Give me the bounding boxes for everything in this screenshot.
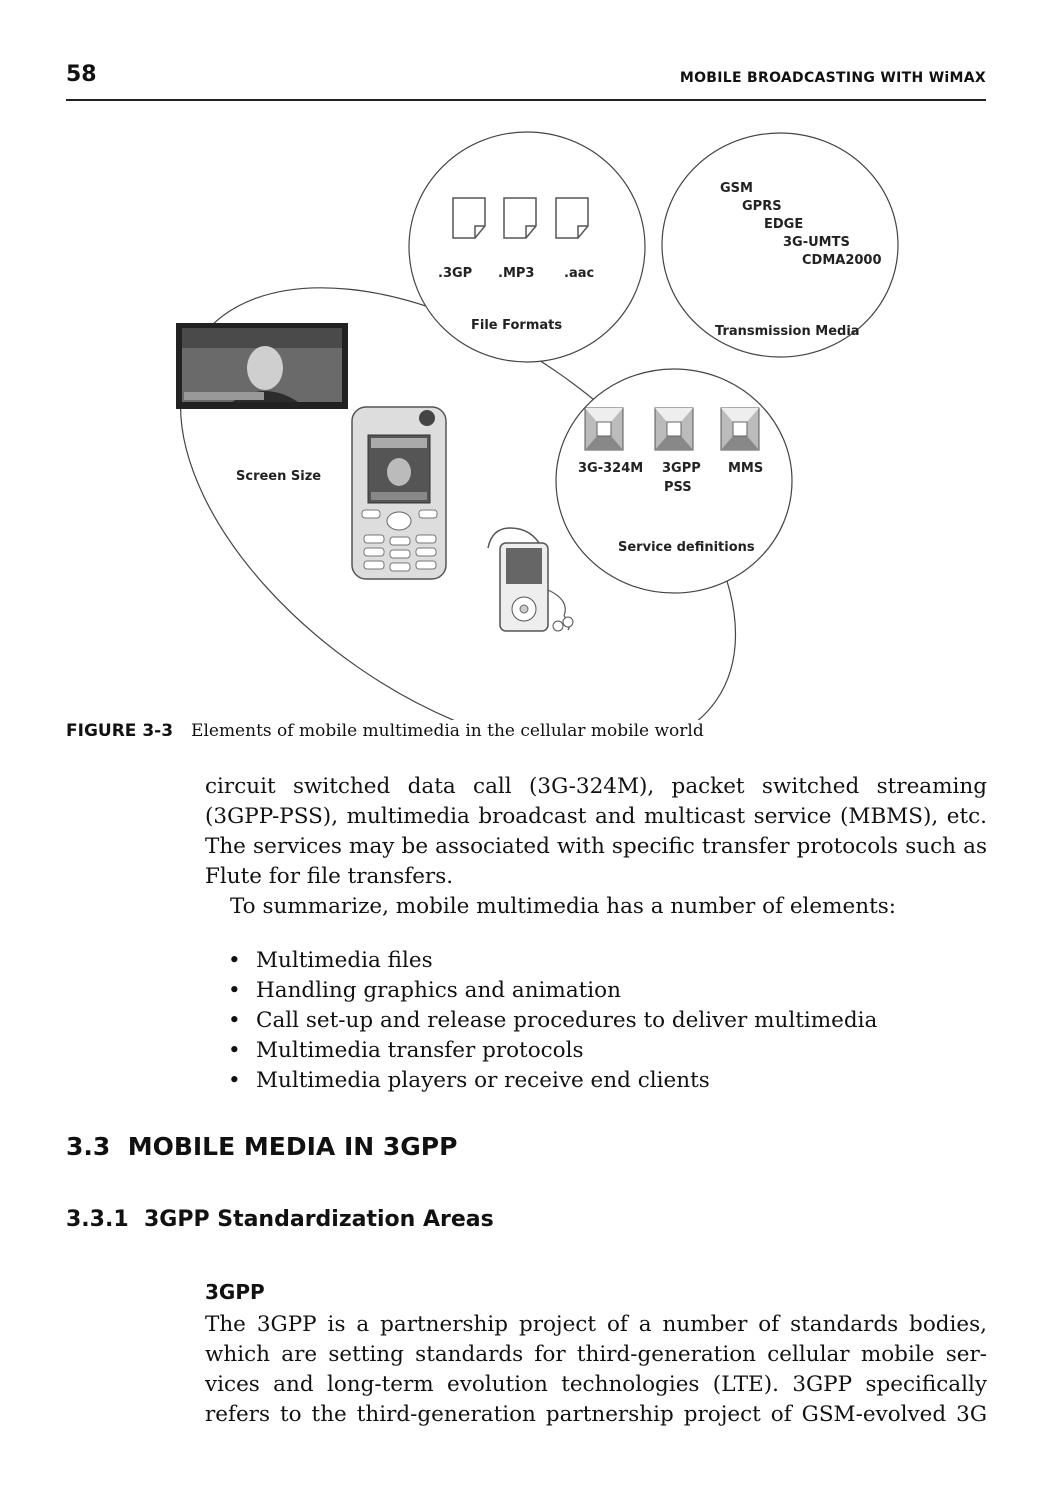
mobile-phone-image	[351, 406, 447, 580]
file-icon	[555, 197, 589, 239]
paragraph-line: refers to the third-generation partnersh…	[205, 1402, 987, 1427]
figure-caption: FIGURE 3-3 Elements of mobile multimedia …	[66, 720, 704, 741]
file-icon	[503, 197, 537, 239]
paragraph-line: vices and long-term evolution technologi…	[205, 1372, 987, 1397]
service-icon	[654, 407, 694, 451]
service-label: PSS	[664, 480, 692, 495]
screen-size-label: Screen Size	[236, 469, 321, 484]
bullet-list: Multimedia files Handling graphics and a…	[228, 946, 877, 1096]
transmission-item: EDGE	[764, 217, 803, 232]
sub-subsection-heading: 3GPP	[205, 1280, 265, 1304]
paragraph-line: (3GPP-PSS), multimedia broadcast and mul…	[205, 804, 987, 829]
media-player-image	[487, 527, 574, 632]
list-item: Call set-up and release procedures to de…	[228, 1006, 877, 1036]
file-icon	[452, 197, 486, 239]
list-item: Multimedia players or receive end client…	[228, 1066, 877, 1096]
header-rule	[66, 99, 986, 101]
paragraph-line: The services may be associated with spec…	[205, 834, 987, 859]
transmission-item: CDMA2000	[802, 253, 882, 268]
transmission-item: 3G-UMTS	[783, 235, 850, 250]
running-title: MOBILE BROADCASTING WITH WiMAX	[679, 70, 986, 86]
file-format-label: .MP3	[498, 266, 534, 281]
file-format-label: .3GP	[438, 266, 472, 281]
service-definitions-title: Service definitions	[618, 540, 755, 555]
subsection-heading: 3.3.1 3GPP Standardization Areas	[66, 1207, 494, 1232]
file-format-label: .aac	[564, 266, 594, 281]
file-formats-title: File Formats	[471, 318, 562, 333]
list-item: Multimedia files	[228, 946, 877, 976]
file-formats-circle	[408, 131, 646, 363]
service-icon	[720, 407, 760, 451]
service-label: MMS	[728, 461, 763, 476]
list-item: Handling graphics and animation	[228, 976, 877, 1006]
figure-mobile-multimedia: .3GP .MP3 .aac File Formats GSM GPRS EDG…	[140, 130, 920, 720]
transmission-media-title: Transmission Media	[715, 324, 860, 339]
section-heading: 3.3 MOBILE MEDIA IN 3GPP	[66, 1132, 458, 1161]
service-label: 3GPP	[662, 461, 701, 476]
service-label: 3G-324M	[578, 461, 643, 476]
transmission-item: GSM	[720, 181, 753, 196]
transmission-media-circle	[661, 132, 899, 358]
figure-caption-label: FIGURE 3-3	[66, 721, 174, 741]
tv-screen-image	[176, 323, 348, 409]
paragraph-line: which are setting standards for third-ge…	[205, 1342, 987, 1367]
service-icon	[584, 407, 624, 451]
paragraph-summary: To summarize, mobile multimedia has a nu…	[230, 894, 897, 919]
page-number: 58	[66, 62, 97, 87]
paragraph-line: Flute for file transfers.	[205, 864, 454, 889]
figure-diagram: .3GP .MP3 .aac File Formats GSM GPRS EDG…	[176, 131, 899, 720]
transmission-item: GPRS	[742, 199, 782, 214]
figure-caption-text: Elements of mobile multimedia in the cel…	[191, 721, 704, 741]
list-item: Multimedia transfer protocols	[228, 1036, 877, 1066]
paragraph-line: circuit switched data call (3G-324M), pa…	[205, 774, 987, 799]
paragraph-line: The 3GPP is a partnership project of a n…	[205, 1312, 987, 1337]
